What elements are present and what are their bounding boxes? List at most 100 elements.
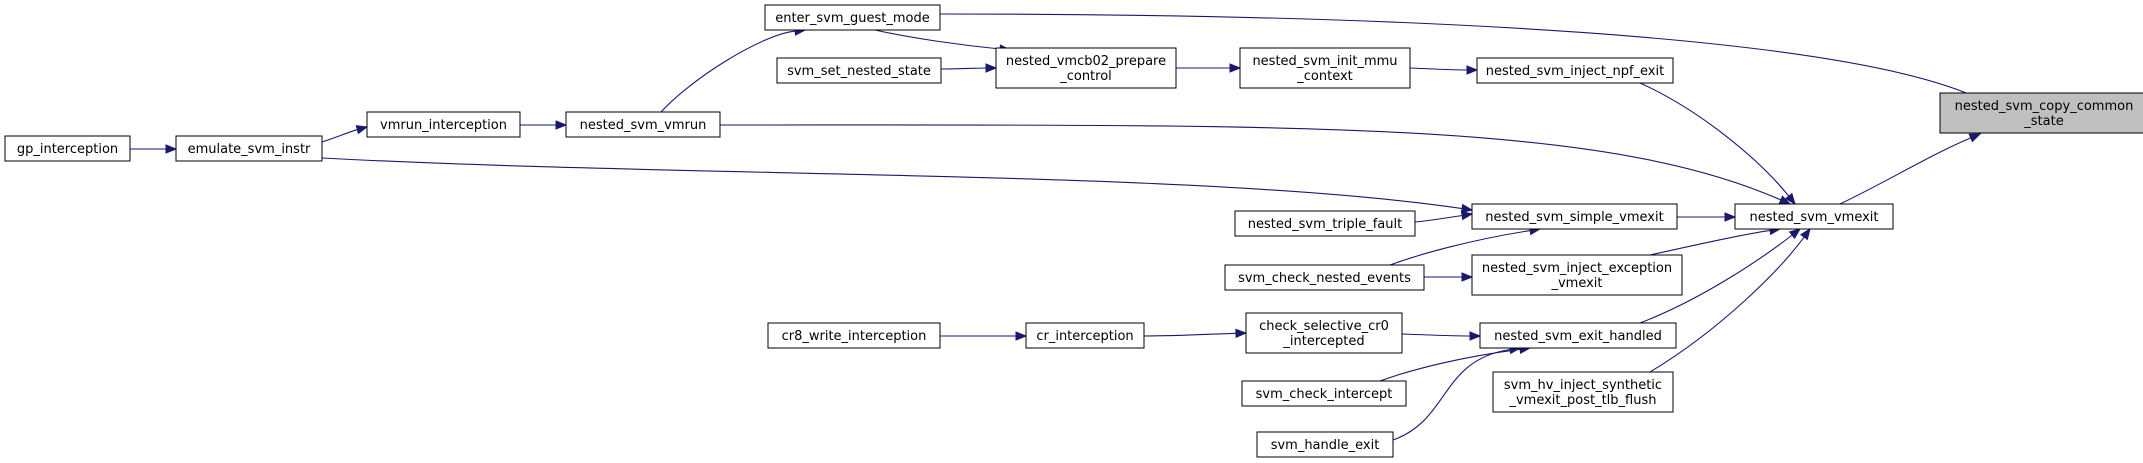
- arrowhead-icon: [1788, 228, 1802, 240]
- edge-enter-to-prepare: [874, 29, 1001, 50]
- arrowhead-icon: [1229, 63, 1242, 73]
- node-label: enter_svm_guest_mode: [775, 11, 930, 26]
- node-box: [764, 4, 941, 31]
- graph-node-exithandled[interactable]: nested_svm_exit_handled: [1479, 322, 1677, 349]
- arrowhead-icon: [355, 125, 369, 135]
- node-label: _state: [2023, 114, 2063, 129]
- edge-vmrun-to-vmexit: [719, 124, 1782, 201]
- arrowhead-icon: [1466, 65, 1479, 75]
- node-label: nested_svm_vmrun: [580, 118, 707, 133]
- edge-checknested-to-simple: [1389, 230, 1531, 266]
- node-label: nested_svm_simple_vmexit: [1485, 210, 1663, 225]
- node-box: [1234, 210, 1416, 237]
- node-box: [1479, 322, 1677, 349]
- edge-checkint-to-exithandled: [1379, 348, 1521, 382]
- arrowhead-icon: [1460, 203, 1474, 214]
- node-label: svm_check_nested_events: [1238, 271, 1411, 286]
- graph-node-copy[interactable]: nested_svm_copy_common_state: [1939, 92, 2143, 134]
- graph-node-checknested[interactable]: svm_check_nested_events: [1224, 264, 1425, 291]
- graph-node-simple[interactable]: nested_svm_simple_vmexit: [1471, 203, 1678, 230]
- arrowhead-icon: [1015, 331, 1028, 341]
- node-box: [565, 111, 721, 138]
- node-label: svm_set_nested_state: [787, 64, 931, 79]
- node-box: [776, 57, 942, 84]
- node-box: [175, 135, 323, 162]
- node-label: nested_svm_init_mmu: [1252, 54, 1397, 69]
- arrowhead-icon: [1784, 192, 1796, 206]
- graph-node-setnested[interactable]: svm_set_nested_state: [776, 57, 942, 84]
- edge-vmrun-to-enter: [660, 30, 796, 113]
- node-label: _vmexit_post_tlb_flush: [1508, 393, 1656, 408]
- edge-initmmu-to-npf: [1409, 67, 1468, 71]
- node-label: svm_handle_exit: [1271, 438, 1380, 453]
- edge-vmexit-to-copy: [1839, 137, 1971, 205]
- node-box: [1492, 371, 1674, 413]
- graph-node-cr[interactable]: cr_interception: [1025, 322, 1145, 349]
- arrowhead-icon: [1799, 227, 1811, 241]
- graph-node-selcr0[interactable]: check_selective_cr0_intercepted: [1245, 312, 1403, 354]
- edge-emulate-to-simple: [321, 157, 1463, 210]
- node-box: [1471, 203, 1678, 230]
- graph-node-vmrun[interactable]: nested_svm_vmrun: [565, 111, 721, 138]
- node-box: [1025, 322, 1145, 349]
- node-box: [1245, 312, 1403, 354]
- graph-node-hv[interactable]: svm_hv_inject_synthetic_vmexit_post_tlb_…: [1492, 371, 1674, 413]
- node-label: gp_interception: [17, 142, 118, 157]
- arrowhead-icon: [165, 144, 178, 154]
- edge-enter-to-copy: [939, 13, 1982, 101]
- edge-cr-to-selcr0: [1143, 332, 1237, 337]
- node-label: cr_interception: [1036, 329, 1133, 344]
- graph-node-handleexit[interactable]: svm_handle_exit: [1256, 431, 1394, 458]
- node-label: nested_svm_vmexit: [1749, 210, 1878, 225]
- node-box: [995, 47, 1177, 89]
- arrowhead-icon: [1460, 210, 1474, 221]
- node-label: _vmexit: [1550, 276, 1602, 291]
- graph-nodes: nested_svm_copy_common_state enter_svm_gu…: [4, 4, 2143, 458]
- arrowhead-icon: [1235, 328, 1248, 339]
- graph-node-npf[interactable]: nested_svm_inject_npf_exit: [1476, 57, 1674, 84]
- arrowhead-icon: [555, 120, 568, 130]
- node-label: cr8_write_interception: [782, 329, 927, 344]
- node-label: _intercepted: [1282, 334, 1364, 349]
- graph-node-emulate[interactable]: emulate_svm_instr: [175, 135, 323, 162]
- graph-node-vmexit[interactable]: nested_svm_vmexit: [1734, 203, 1894, 230]
- node-label: nested_svm_inject_npf_exit: [1486, 64, 1664, 79]
- graph-node-vmrunint[interactable]: vmrun_interception: [366, 111, 521, 138]
- node-label: _control: [1059, 69, 1112, 84]
- node-box: [1939, 92, 2143, 134]
- arrowhead-icon: [1461, 272, 1474, 282]
- node-box: [1256, 431, 1394, 458]
- graph-node-triple[interactable]: nested_svm_triple_fault: [1234, 210, 1416, 237]
- node-label: _context: [1296, 69, 1353, 84]
- edge-handleexit-to-exithandled: [1392, 348, 1511, 441]
- graph-node-enter[interactable]: enter_svm_guest_mode: [764, 4, 941, 31]
- node-label: nested_svm_copy_common: [1955, 99, 2134, 114]
- edge-hv-to-vmexit: [1649, 236, 1805, 373]
- node-box: [4, 135, 131, 162]
- edge-injexc-to-vmexit: [1649, 229, 1771, 256]
- graph-node-gp[interactable]: gp_interception: [4, 135, 131, 162]
- edge-selcr0-to-exithandled: [1401, 333, 1471, 337]
- node-label: nested_svm_exit_handled: [1494, 329, 1662, 344]
- node-box: [767, 322, 941, 349]
- node-box: [1734, 203, 1894, 230]
- node-box: [1471, 254, 1683, 296]
- graph-node-injexc[interactable]: nested_svm_inject_exception_vmexit: [1471, 254, 1683, 296]
- edge-npf-to-vmexit: [1639, 82, 1790, 197]
- node-box: [1224, 264, 1425, 291]
- node-box: [1241, 380, 1407, 407]
- node-label: check_selective_cr0: [1259, 319, 1389, 334]
- arrowhead-icon: [985, 63, 998, 73]
- arrowhead-icon: [1469, 331, 1482, 341]
- edge-exithandled-to-vmexit: [1639, 234, 1793, 324]
- graph-node-initmmu[interactable]: nested_svm_init_mmu_context: [1239, 47, 1411, 89]
- node-label: vmrun_interception: [380, 118, 507, 133]
- graph-node-cr8[interactable]: cr8_write_interception: [767, 322, 941, 349]
- node-label: nested_svm_inject_exception: [1482, 261, 1672, 276]
- node-box: [1476, 57, 1674, 84]
- graph-node-prepare[interactable]: nested_vmcb02_prepare_control: [995, 47, 1177, 89]
- edge-setnested-to-prepare: [940, 67, 987, 70]
- node-label: nested_svm_triple_fault: [1248, 217, 1402, 232]
- graph-node-checkint[interactable]: svm_check_intercept: [1241, 380, 1407, 407]
